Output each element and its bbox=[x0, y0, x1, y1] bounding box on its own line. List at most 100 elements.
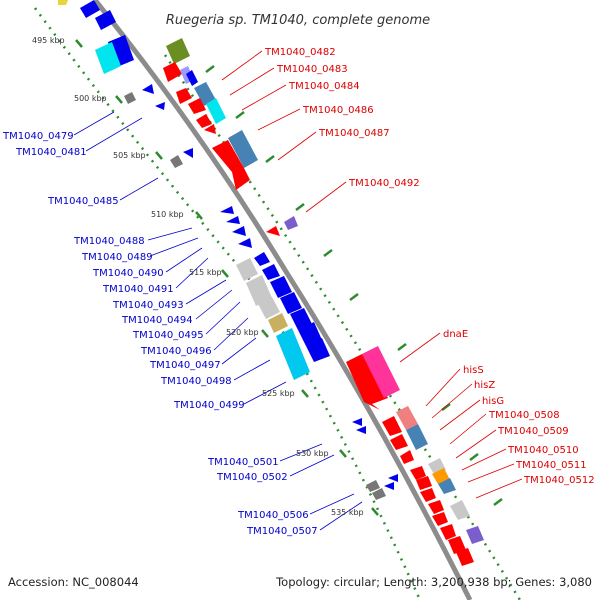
gene-feature[interactable] bbox=[372, 488, 386, 500]
gene-feature[interactable] bbox=[346, 354, 388, 410]
gene-feature[interactable] bbox=[438, 478, 456, 494]
gene-feature[interactable] bbox=[170, 155, 183, 168]
gene-feature[interactable] bbox=[416, 476, 432, 490]
gene-feature[interactable] bbox=[456, 548, 474, 566]
gene-label[interactable]: TM1040_0490 bbox=[92, 268, 164, 279]
gene-label[interactable]: TM1040_0507 bbox=[246, 526, 318, 537]
kbp-label: 505 kbp bbox=[113, 151, 146, 160]
gene-label[interactable]: TM1040_0479 bbox=[2, 131, 74, 142]
gene-feature[interactable] bbox=[266, 226, 280, 236]
gene-feature[interactable] bbox=[228, 130, 258, 168]
gene-feature[interactable] bbox=[204, 124, 216, 134]
gene-label[interactable]: TM1040_0486 bbox=[302, 105, 374, 116]
gene-feature[interactable] bbox=[186, 70, 198, 86]
gene-feature[interactable] bbox=[176, 88, 192, 104]
gene-feature[interactable] bbox=[466, 526, 484, 544]
gene-feature[interactable] bbox=[284, 216, 298, 230]
gene-label[interactable]: TM1040_0496 bbox=[140, 346, 212, 357]
gene-label[interactable]: TM1040_0508 bbox=[488, 410, 560, 421]
gene-feature[interactable] bbox=[80, 0, 100, 18]
gene-label[interactable]: TM1040_0483 bbox=[276, 64, 348, 75]
gene-feature[interactable] bbox=[212, 140, 250, 190]
gene-label[interactable]: hisS bbox=[463, 365, 484, 376]
gene-label[interactable]: TM1040_0488 bbox=[73, 236, 145, 247]
gene-label[interactable]: TM1040_0511 bbox=[515, 460, 587, 471]
gene-feature[interactable] bbox=[236, 258, 258, 281]
gene-label[interactable]: TM1040_0485 bbox=[47, 196, 119, 207]
gene-feature[interactable] bbox=[258, 297, 280, 319]
gene-feature[interactable] bbox=[384, 482, 394, 490]
gene-feature[interactable] bbox=[238, 238, 252, 248]
gene-label[interactable]: TM1040_0510 bbox=[507, 445, 579, 456]
gene-label[interactable]: TM1040_0499 bbox=[173, 400, 245, 411]
gene-feature[interactable] bbox=[290, 308, 312, 330]
gene-feature[interactable] bbox=[382, 416, 402, 436]
gene-feature[interactable] bbox=[396, 406, 418, 430]
gene-feature[interactable] bbox=[420, 488, 436, 502]
gene-label[interactable]: TM1040_0497 bbox=[149, 360, 221, 371]
gene-feature[interactable] bbox=[432, 512, 448, 526]
gene-feature[interactable] bbox=[188, 98, 206, 114]
left-gene-labels: TM1040_0479 TM1040_0481 TM1040_0485 TM10… bbox=[2, 131, 318, 537]
gene-feature[interactable] bbox=[410, 466, 426, 480]
gene-label[interactable]: TM1040_0494 bbox=[121, 315, 193, 326]
gene-feature[interactable] bbox=[226, 216, 240, 224]
kbp-label: 520 kbp bbox=[226, 328, 259, 337]
gene-label[interactable]: TM1040_0495 bbox=[132, 330, 204, 341]
gene-feature[interactable] bbox=[155, 102, 165, 110]
gene-feature[interactable] bbox=[254, 252, 270, 266]
gene-label[interactable]: TM1040_0487 bbox=[318, 128, 390, 139]
gene-feature[interactable] bbox=[356, 426, 366, 434]
gene-feature[interactable] bbox=[163, 62, 182, 82]
gene-feature[interactable] bbox=[124, 92, 136, 104]
gene-label[interactable]: TM1040_0482 bbox=[264, 47, 336, 58]
gene-label[interactable]: hisZ bbox=[474, 380, 495, 391]
gene-feature[interactable] bbox=[352, 418, 362, 426]
gene-label[interactable]: TM1040_0498 bbox=[160, 376, 232, 387]
gene-feature[interactable] bbox=[428, 500, 444, 514]
gene-feature[interactable] bbox=[196, 114, 212, 128]
gene-feature[interactable] bbox=[232, 226, 246, 236]
gene-label[interactable]: TM1040_0512 bbox=[523, 475, 595, 486]
gene-feature[interactable] bbox=[220, 206, 234, 214]
gene-feature[interactable] bbox=[95, 42, 121, 74]
gene-feature[interactable] bbox=[142, 84, 154, 94]
gene-label[interactable]: TM1040_0492 bbox=[348, 178, 420, 189]
gene-feature[interactable] bbox=[280, 292, 302, 314]
gene-feature[interactable] bbox=[262, 264, 280, 280]
gene-label[interactable]: hisG bbox=[482, 396, 504, 407]
gene-feature[interactable] bbox=[306, 338, 330, 362]
gene-feature[interactable] bbox=[166, 38, 190, 64]
gene-feature[interactable] bbox=[183, 148, 193, 158]
gene-label[interactable]: TM1040_0489 bbox=[81, 252, 153, 263]
gene-feature[interactable] bbox=[268, 313, 288, 333]
gene-feature[interactable] bbox=[194, 82, 216, 106]
gene-label[interactable]: TM1040_0506 bbox=[237, 510, 309, 521]
gene-feature[interactable] bbox=[388, 474, 398, 482]
gene-feature[interactable] bbox=[432, 468, 450, 484]
gene-feature[interactable] bbox=[450, 500, 470, 520]
gene-feature[interactable] bbox=[58, 0, 68, 5]
gene-label[interactable]: TM1040_0509 bbox=[497, 426, 569, 437]
gene-label[interactable]: TM1040_0493 bbox=[112, 300, 184, 311]
gene-feature[interactable] bbox=[206, 98, 226, 124]
gene-feature[interactable] bbox=[448, 536, 466, 554]
gene-feature[interactable] bbox=[246, 275, 272, 306]
gene-feature[interactable] bbox=[95, 10, 116, 30]
gene-feature[interactable] bbox=[406, 424, 428, 450]
gene-feature[interactable] bbox=[298, 322, 322, 346]
gene-feature[interactable] bbox=[400, 450, 414, 464]
gene-label[interactable]: TM1040_0502 bbox=[216, 472, 288, 483]
accession-text: Accession: NC_008044 bbox=[8, 575, 139, 589]
gene-feature[interactable] bbox=[270, 276, 292, 298]
gene-label[interactable]: dnaE bbox=[443, 329, 468, 340]
gene-label[interactable]: TM1040_0481 bbox=[15, 147, 87, 158]
gene-feature[interactable] bbox=[390, 434, 408, 450]
gene-label[interactable]: TM1040_0501 bbox=[207, 457, 279, 468]
gene-feature[interactable] bbox=[440, 524, 456, 540]
gene-feature[interactable] bbox=[366, 480, 380, 492]
gene-label[interactable]: TM1040_0484 bbox=[288, 81, 360, 92]
gene-feature[interactable] bbox=[276, 328, 310, 380]
gene-feature[interactable] bbox=[362, 346, 400, 398]
gene-label[interactable]: TM1040_0491 bbox=[102, 284, 174, 295]
